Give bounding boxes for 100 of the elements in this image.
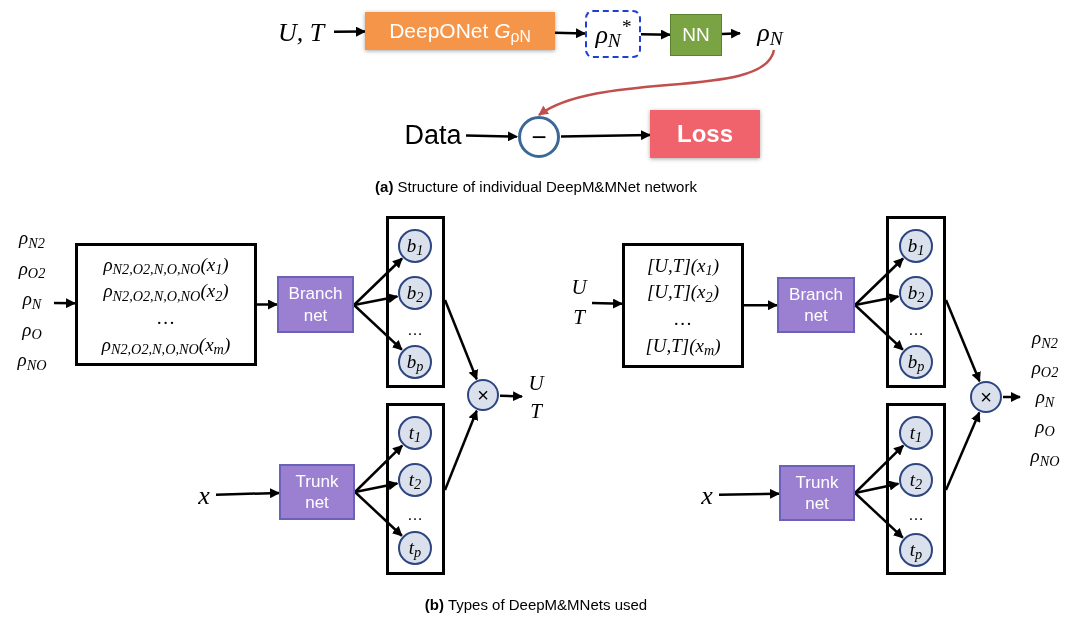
- ellipsis-label: …: [406, 505, 424, 525]
- math-label: U: [528, 370, 544, 397]
- math-label: ρ$_{N2,O2,N,O,NO}$(x$_{2}$): [103, 279, 229, 303]
- arrow: [257, 299, 278, 310]
- variable-box: [585, 10, 641, 58]
- arrow: [499, 391, 523, 402]
- arrow: [54, 298, 76, 309]
- arrow: [554, 28, 586, 39]
- arrow: [465, 131, 518, 142]
- math-label: ρ$_{O2}$: [18, 256, 46, 281]
- model-box: [365, 12, 555, 50]
- math-label: T: [530, 397, 542, 424]
- arrow: [443, 409, 478, 491]
- math-label: ρ$_{O}$: [1035, 414, 1055, 439]
- arrow: [854, 257, 904, 306]
- math-label: ρ$_{N}$: [22, 287, 42, 311]
- math-label: [U,T](x$_{1}$): [646, 253, 719, 278]
- math-label: ρ$_{N}$: [757, 16, 783, 52]
- figure-caption: (b) Types of DeepM&MNets used: [423, 595, 649, 615]
- math-label: [U,T](x$_{m}$): [645, 333, 721, 358]
- box-label: Trunk net: [794, 471, 840, 515]
- math-label: [U,T](x$_{2}$): [646, 280, 719, 304]
- network-box: [670, 14, 722, 56]
- math-label: b$_{1}$: [406, 233, 424, 261]
- arrow: [721, 28, 741, 39]
- math-label: b$_{1}$: [907, 233, 925, 261]
- math-label: U: [571, 274, 587, 301]
- math-label: t$_{p}$: [408, 535, 422, 563]
- math-label: b$_{p}$: [907, 349, 925, 377]
- arrow: [538, 49, 776, 117]
- box-label: NN: [682, 22, 710, 47]
- arrow: [944, 299, 981, 383]
- input-list-box: [622, 243, 744, 368]
- input-list-box: [75, 243, 257, 366]
- box-label: DeepONet G$_{ρN}$: [389, 18, 531, 47]
- arrow: [215, 488, 280, 499]
- minus-sign: −: [531, 124, 547, 150]
- math-label: ρ$_{N2,O2,N,O,NO}$(x$_{1}$): [103, 252, 229, 277]
- neuron-group-box: [886, 216, 946, 388]
- math-label: b$_{2}$: [406, 280, 424, 308]
- math-label: b$_{2}$: [907, 280, 925, 308]
- data-label: Data: [404, 118, 462, 152]
- arrow: [354, 480, 399, 494]
- network-box: [277, 276, 354, 333]
- neuron-group-box: [386, 403, 445, 575]
- arrow: [334, 26, 366, 37]
- network-box: [779, 465, 855, 521]
- math-label: t$_{2}$: [408, 467, 422, 495]
- arrow: [718, 488, 780, 499]
- math-label: ρ$_{O}$: [22, 317, 42, 342]
- math-label: T: [573, 303, 585, 330]
- network-box: [279, 464, 355, 520]
- math-label: t$_{1}$: [408, 420, 422, 448]
- arrow: [591, 298, 623, 309]
- operator-sign: ×: [477, 385, 489, 405]
- arrow: [854, 293, 900, 307]
- neuron-group-box: [386, 216, 445, 388]
- math-label: ρ$_{N2,O2,N,O,NO}$(x$_{m}$): [101, 332, 231, 357]
- math-label: t$_{p}$: [909, 537, 923, 565]
- math-label: ρ$_{NO}$: [17, 348, 47, 372]
- math-label: ρ$_{O2}$: [1031, 355, 1059, 380]
- ellipsis-label: …: [406, 320, 424, 340]
- box-label: Branch net: [287, 283, 344, 326]
- arrow: [354, 444, 404, 493]
- network-box: [777, 277, 855, 333]
- math-label: x: [198, 479, 210, 512]
- arrow: [854, 304, 904, 351]
- figure-caption: (a) Structure of individual DeepM&MNet network: [374, 177, 698, 197]
- ellipsis-label: …: [907, 320, 925, 340]
- ellipsis-label: …: [907, 505, 925, 525]
- math-label: ρ$_{N2}$: [19, 226, 45, 250]
- arrow: [1003, 392, 1021, 402]
- math-label: ρ$_{N2}$: [1032, 326, 1058, 350]
- neuron-group-box: [886, 403, 946, 575]
- math-label: b$_{p}$: [406, 349, 424, 377]
- arrow: [354, 491, 403, 537]
- arrow: [560, 130, 651, 141]
- arrow: [353, 304, 403, 351]
- box-label: Branch net: [788, 283, 844, 327]
- arrow: [353, 257, 403, 306]
- math-label: …: [674, 307, 692, 331]
- arrow: [854, 492, 904, 539]
- arrow: [641, 29, 671, 40]
- math-label: t$_{2}$: [909, 467, 923, 495]
- arrow: [353, 293, 399, 307]
- arrow: [744, 300, 778, 311]
- math-label: U, T: [277, 16, 325, 49]
- math-label: ρ$_{NO}$: [1030, 444, 1060, 468]
- math-label: x: [701, 479, 713, 512]
- math-label: ρ$_{N}$: [1035, 385, 1055, 409]
- arrow: [854, 444, 905, 494]
- arrow: [854, 480, 900, 495]
- arrow: [443, 299, 478, 381]
- math-label: t$_{1}$: [909, 420, 923, 448]
- operator-sign: ×: [980, 387, 992, 407]
- box-label: Trunk net: [294, 470, 340, 514]
- math-label: …: [157, 306, 175, 330]
- box-label: Loss: [677, 119, 733, 149]
- arrow: [944, 411, 981, 491]
- loss-box: [650, 110, 760, 158]
